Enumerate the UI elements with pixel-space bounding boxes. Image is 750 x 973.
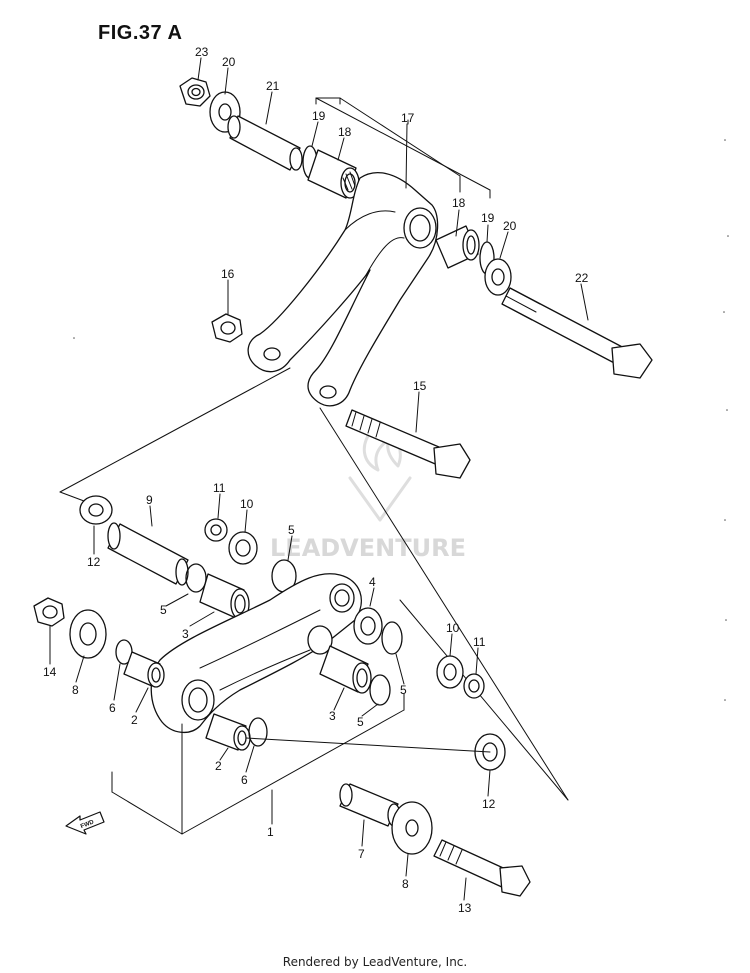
leader-lines-upper xyxy=(197,57,589,433)
callout-5-c: 5 xyxy=(400,683,407,697)
part-7-sleeve xyxy=(339,783,401,827)
leader-lines-lower xyxy=(49,493,491,901)
part-3-bearing-lower xyxy=(319,645,372,694)
figure-title: FIG.37 A xyxy=(98,22,183,44)
callout-18-right: 18 xyxy=(452,196,466,210)
scan-marks xyxy=(73,139,729,701)
callout-6-lower: 6 xyxy=(241,773,248,787)
part-18-bearing-upper-right xyxy=(435,225,480,269)
callout-10-right: 10 xyxy=(446,621,460,635)
part-10-oil-seal-upper xyxy=(228,531,258,565)
callout-21: 21 xyxy=(266,79,280,93)
part-21-sleeve xyxy=(227,115,303,171)
part-18-bearing-upper-left xyxy=(307,149,360,199)
fwd-direction-arrow xyxy=(65,811,105,835)
callout-2: 2 xyxy=(131,713,138,727)
callout-19-right: 19 xyxy=(481,211,495,225)
part-22-bolt xyxy=(501,287,653,379)
callout-16: 16 xyxy=(221,267,235,281)
callout-10: 10 xyxy=(240,497,254,511)
callout-5: 5 xyxy=(288,523,295,537)
callout-7: 7 xyxy=(358,847,365,861)
callout-19: 19 xyxy=(312,109,326,123)
callout-1: 1 xyxy=(267,825,274,839)
callout-11-right: 11 xyxy=(473,635,486,649)
part-8-washer-lower xyxy=(391,801,433,855)
part-11-washer-lower xyxy=(463,673,485,699)
watermark-text: LEADVENTURE xyxy=(270,534,466,562)
part-5-circlip-c xyxy=(381,621,403,655)
fwd-label: FWD xyxy=(80,819,96,830)
callout-6: 6 xyxy=(109,701,116,715)
callout-20-right: 20 xyxy=(503,219,517,233)
part-5-circlip-b xyxy=(185,563,207,593)
callout-22: 22 xyxy=(575,271,589,285)
part-4-collar xyxy=(353,607,383,645)
callout-8: 8 xyxy=(72,683,79,697)
part-1-cushion-rod xyxy=(150,573,362,733)
callout-5-d: 5 xyxy=(357,715,364,729)
callout-20: 20 xyxy=(222,55,236,69)
callout-12-lower: 12 xyxy=(482,797,496,811)
assembly-connection-lines xyxy=(59,367,569,801)
footer-credit: Rendered by LeadVenture, Inc. xyxy=(282,955,468,969)
callout-13: 13 xyxy=(458,901,472,915)
part-23-nut xyxy=(179,77,211,107)
callout-12: 12 xyxy=(87,555,101,569)
callout-3: 3 xyxy=(182,627,189,641)
part-11-washer-upper xyxy=(204,518,228,542)
part-12-dust-seal-upper xyxy=(79,495,113,525)
part-14-nut xyxy=(33,597,65,627)
part-15-bolt xyxy=(345,409,471,479)
callout-14: 14 xyxy=(43,665,57,679)
part-8-washer-left xyxy=(69,609,107,659)
callout-11: 11 xyxy=(213,481,226,495)
part-9-sleeve xyxy=(107,522,189,586)
callout-17: 17 xyxy=(401,111,415,125)
callout-2-lower: 2 xyxy=(215,759,222,773)
callout-8-lower: 8 xyxy=(402,877,409,891)
callout-3-lower: 3 xyxy=(329,709,336,723)
part-2-bearing-lower xyxy=(205,713,251,751)
callout-9: 9 xyxy=(146,493,153,507)
callout-15: 15 xyxy=(413,379,427,393)
part-13-bolt xyxy=(433,839,531,897)
part-5-circlip-d xyxy=(369,674,391,706)
lower-assembly-bracket xyxy=(111,693,491,835)
part-3-bearing-upper xyxy=(199,573,250,620)
part-10-oil-seal-lower xyxy=(436,655,464,689)
part-2-bearing-left xyxy=(123,651,165,688)
part-17-cushion-lever xyxy=(247,172,439,407)
part-6-circlip-lower xyxy=(248,717,268,747)
callout-5-b: 5 xyxy=(160,603,167,617)
callout-4: 4 xyxy=(369,575,376,589)
part-16-nut xyxy=(211,313,243,343)
part-20-washer-upper-right xyxy=(484,258,512,296)
callout-18: 18 xyxy=(338,125,352,139)
callout-23: 23 xyxy=(195,45,209,59)
